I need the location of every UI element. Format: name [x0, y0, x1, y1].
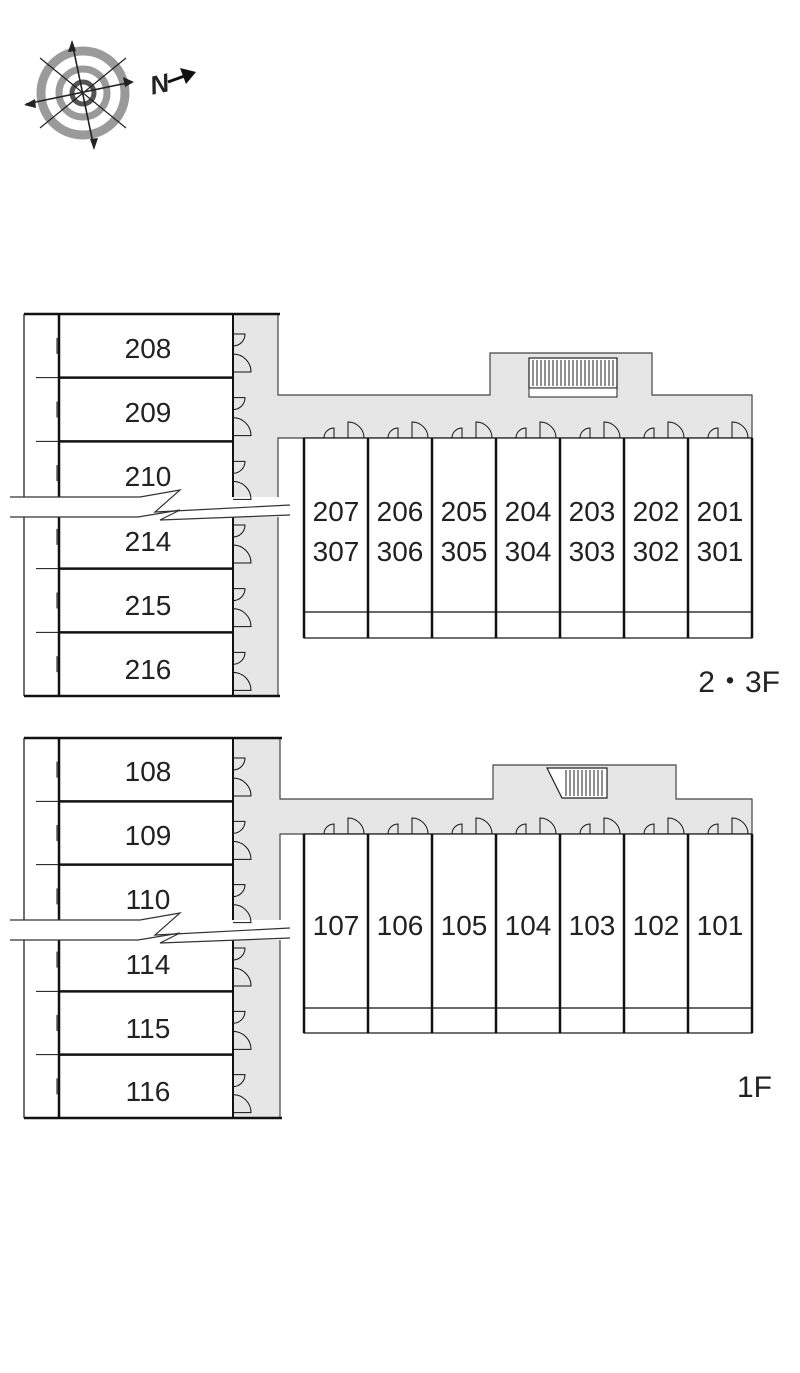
unit-label: 208 [125, 333, 172, 364]
unit-label: 110 [126, 884, 171, 915]
door-swing-icon [232, 608, 252, 628]
door-swing-icon [731, 817, 749, 835]
unit-label: 210 [125, 461, 172, 492]
unit-label: 303 [569, 536, 616, 567]
compass-rose-icon [24, 40, 134, 150]
door-swing-icon [232, 1094, 252, 1114]
unit-label: 103 [569, 910, 616, 941]
door-swing-icon [323, 823, 335, 835]
unit-label: 106 [377, 910, 424, 941]
floor-label: 2・3F [698, 666, 780, 699]
unit-label: 109 [125, 820, 172, 851]
door-swing-icon [475, 421, 493, 439]
unit-label: 214 [125, 526, 172, 557]
door-swing-icon [232, 840, 252, 860]
door-swing-icon [232, 820, 246, 834]
door-swing-icon [232, 1030, 252, 1050]
door-swing-icon [232, 1010, 246, 1024]
unit-label: 101 [697, 910, 744, 941]
door-swing-icon [579, 823, 591, 835]
door-swing-icon [232, 967, 252, 987]
unit-label: 104 [505, 910, 552, 941]
door-swing-icon [232, 417, 252, 437]
door-swing-icon [731, 421, 749, 439]
north-label: N [147, 67, 173, 101]
door-swing-icon [451, 427, 463, 439]
unit-label: 306 [377, 536, 424, 567]
unit-label: 304 [505, 536, 552, 567]
door-swing-icon [232, 333, 246, 347]
unit-label: 202 [633, 496, 680, 527]
door-swing-icon [232, 651, 246, 665]
lower-floor-plan [10, 736, 754, 1120]
door-swing-icon [232, 947, 246, 961]
door-swing-icon [387, 823, 399, 835]
door-swing-icon [232, 777, 252, 797]
door-swing-icon [347, 817, 365, 835]
unit-label: 116 [126, 1076, 171, 1107]
door-swing-icon [232, 757, 246, 771]
unit-label: 203 [569, 496, 616, 527]
door-swing-icon [232, 397, 246, 411]
door-swing-icon [667, 817, 685, 835]
door-swing-icon [232, 524, 246, 538]
unit-label: 108 [125, 756, 172, 787]
door-swing-icon [232, 884, 246, 898]
unit-label: 216 [125, 654, 172, 685]
door-swing-icon [387, 427, 399, 439]
upper-floor-plan [10, 312, 754, 698]
door-swing-icon [603, 421, 621, 439]
door-swing-icon [232, 588, 246, 602]
floor-label: 1F [737, 1071, 772, 1104]
door-swing-icon [411, 421, 429, 439]
unit-label: 205 [441, 496, 488, 527]
unit-label: 301 [697, 536, 744, 567]
door-swing-icon [643, 823, 655, 835]
unit-label: 105 [441, 910, 488, 941]
door-swing-icon [232, 544, 252, 564]
door-swing-icon [232, 1074, 246, 1088]
unit-label: 215 [125, 590, 172, 621]
door-swing-icon [515, 823, 527, 835]
unit-label: 102 [633, 910, 680, 941]
unit-label: 302 [633, 536, 680, 567]
door-swing-icon [451, 823, 463, 835]
door-swing-icon [232, 480, 252, 500]
door-swing-icon [232, 460, 246, 474]
unit-label: 201 [697, 496, 744, 527]
door-swing-icon [411, 817, 429, 835]
door-swing-icon [232, 671, 252, 691]
unit-label: 114 [126, 949, 171, 980]
upper-stairs [528, 357, 618, 398]
door-swing-icon [347, 421, 365, 439]
door-swing-icon [539, 817, 557, 835]
lower-break-line [10, 912, 291, 944]
door-swing-icon [539, 421, 557, 439]
door-swing-icon [232, 904, 252, 924]
unit-label: 207 [313, 496, 360, 527]
lower-stairs [546, 767, 608, 799]
unit-label: 305 [441, 536, 488, 567]
door-swing-icon [323, 427, 335, 439]
door-swing-icon [232, 353, 252, 373]
door-swing-icon [475, 817, 493, 835]
unit-label: 307 [313, 536, 360, 567]
door-swing-icon [643, 427, 655, 439]
door-swing-icon [707, 427, 719, 439]
upper-break-line [10, 489, 291, 521]
door-swing-icon [515, 427, 527, 439]
unit-label: 206 [377, 496, 424, 527]
unit-label: 204 [505, 496, 552, 527]
door-swing-icon [707, 823, 719, 835]
door-swing-icon [579, 427, 591, 439]
unit-label: 115 [126, 1013, 171, 1044]
north-arrow-icon [167, 68, 196, 84]
door-swing-icon [603, 817, 621, 835]
unit-label: 107 [313, 910, 360, 941]
unit-label: 209 [125, 397, 172, 428]
door-swing-icon [667, 421, 685, 439]
